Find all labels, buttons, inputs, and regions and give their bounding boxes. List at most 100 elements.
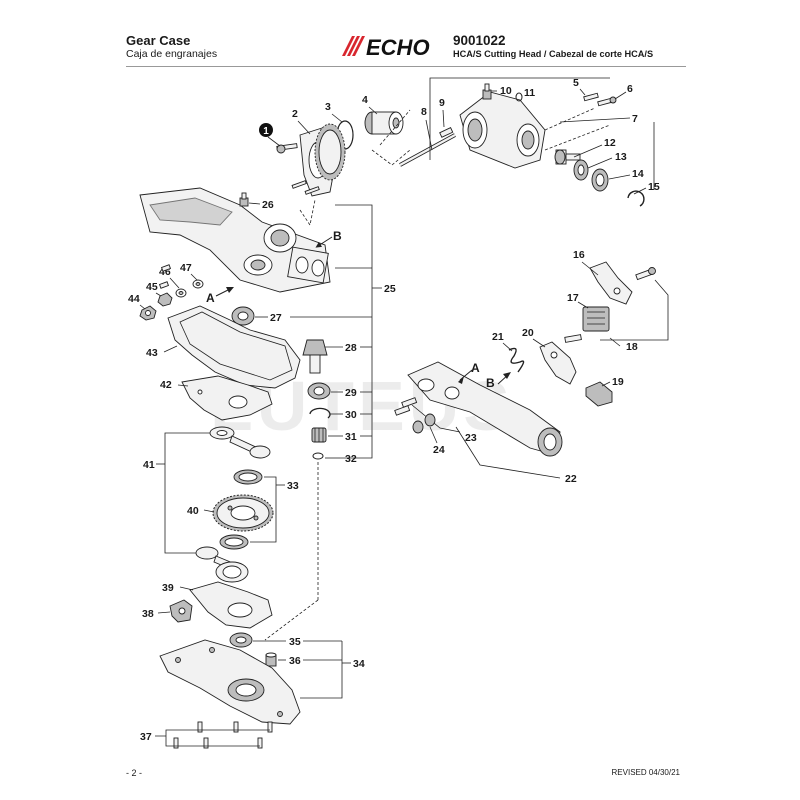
part-4-bearing	[364, 111, 404, 135]
part-1-bolt	[276, 143, 298, 154]
part-15-snap-ring	[627, 190, 645, 207]
part-42-plate	[181, 375, 273, 421]
echo-logo: ECHO	[342, 35, 430, 58]
part-17-block	[582, 306, 610, 332]
part-plate-screws	[291, 180, 320, 195]
item-6-label: 6	[627, 83, 633, 95]
part-16-lever	[589, 261, 633, 305]
part-39-plate	[189, 581, 273, 629]
part-7-housing	[459, 91, 546, 169]
header-divider	[126, 66, 686, 67]
model-title: HCA/S Cutting Head / Cabezal de corte HC…	[453, 49, 654, 59]
item-17-label: 17	[567, 292, 579, 304]
item-38-label: 38	[142, 608, 154, 620]
marker-b-right: B	[486, 376, 495, 390]
item-29-label: 29	[345, 387, 357, 399]
part-19-cap	[585, 381, 613, 407]
part-27-bearing	[231, 306, 255, 326]
item-21-label: 21	[492, 331, 504, 343]
item-37-label: 37	[140, 731, 152, 743]
part-34-lower-cover	[159, 639, 301, 725]
part-37-screws	[173, 721, 273, 749]
item-46-label: 46	[159, 266, 171, 278]
part-45-nut	[157, 292, 173, 307]
part-gear-upper	[314, 123, 346, 181]
marker-a-right: A	[471, 361, 480, 375]
part-8-shaft	[399, 133, 456, 167]
item-41-label: 41	[143, 459, 155, 471]
part-23-screws	[394, 397, 418, 416]
part-35-bearing	[229, 632, 253, 648]
part-28-pinion	[302, 339, 328, 374]
part-11-ring	[515, 92, 523, 102]
item-11-label: 11	[524, 87, 535, 99]
item-43-label: 43	[146, 347, 158, 359]
item-44-label: 44	[128, 293, 140, 305]
part-32-washer	[312, 452, 324, 460]
item-28-label: 28	[345, 342, 357, 354]
part-5-screw	[583, 92, 599, 102]
item-35-label: 35	[289, 636, 301, 648]
part-31-gear	[311, 427, 327, 443]
item-19-label: 19	[612, 376, 624, 388]
marker-b-upper: B	[333, 229, 342, 243]
part-33-bearing-lower	[219, 534, 249, 550]
part-29-bearing	[307, 382, 331, 400]
item-47-label: 47	[180, 262, 192, 274]
item-18-label: 18	[626, 341, 638, 353]
item-12-label: 12	[604, 137, 616, 149]
part-14-bearing	[591, 168, 609, 192]
item-32-label: 32	[345, 453, 357, 465]
item-13-label: 13	[615, 151, 627, 163]
item-39-label: 39	[162, 582, 174, 594]
item-4-label: 4	[362, 94, 368, 106]
part-38-clip	[169, 599, 193, 623]
part-43-gasket	[167, 305, 301, 389]
item-26-label: 26	[262, 199, 274, 211]
item-9-label: 9	[439, 97, 445, 109]
item-1-label: 1	[263, 126, 269, 137]
part-18-bolt	[635, 267, 656, 281]
brand-wordmark: ECHO	[366, 35, 430, 58]
item-42-label: 42	[160, 379, 172, 391]
part-number: 9001022	[453, 33, 506, 48]
item-34-label: 34	[353, 658, 365, 670]
part-36-bushing	[265, 652, 277, 667]
item-27-label: 27	[270, 312, 282, 324]
item-36-label: 36	[289, 655, 301, 667]
part-44-nut	[139, 305, 157, 321]
item-45-label: 45	[146, 281, 158, 293]
part-26-fitting	[239, 192, 249, 207]
part-20-lever	[539, 341, 577, 385]
item-14-label: 14	[632, 168, 644, 180]
part-46-washer	[175, 288, 187, 298]
part-12-pinion	[554, 149, 581, 165]
item-8-label: 8	[421, 106, 427, 118]
page-header-left: Gear Case Caja de engranajes	[126, 34, 217, 61]
marker-a-left: A	[206, 291, 215, 305]
item-20-label: 20	[522, 327, 534, 339]
part-21-spring	[508, 347, 525, 373]
page-subtitle: Caja de engranajes	[126, 48, 218, 60]
item-33-label: 33	[287, 480, 299, 492]
part-41-rod-lower	[195, 546, 249, 583]
item-1-badge	[259, 123, 273, 137]
part-case-screws	[158, 264, 172, 289]
part-6-bolt	[597, 96, 617, 107]
page-title: Gear Case	[126, 33, 191, 48]
item-31-label: 31	[345, 431, 357, 443]
part-10-fitting	[482, 83, 492, 100]
part-18-screw	[564, 334, 582, 343]
part-40-main-gear	[212, 494, 274, 532]
part-47-washer	[192, 279, 204, 289]
part-33-bearing-upper	[233, 469, 263, 485]
item-23-label: 23	[465, 432, 477, 444]
item-3-label: 3	[325, 101, 331, 113]
item-5-label: 5	[573, 77, 579, 89]
part-30-snap-ring	[309, 407, 331, 419]
part-9-pin	[439, 127, 454, 138]
part-22-tube	[407, 361, 563, 457]
part-25-gear-case	[139, 187, 331, 293]
part-41-rod-upper	[209, 426, 271, 459]
